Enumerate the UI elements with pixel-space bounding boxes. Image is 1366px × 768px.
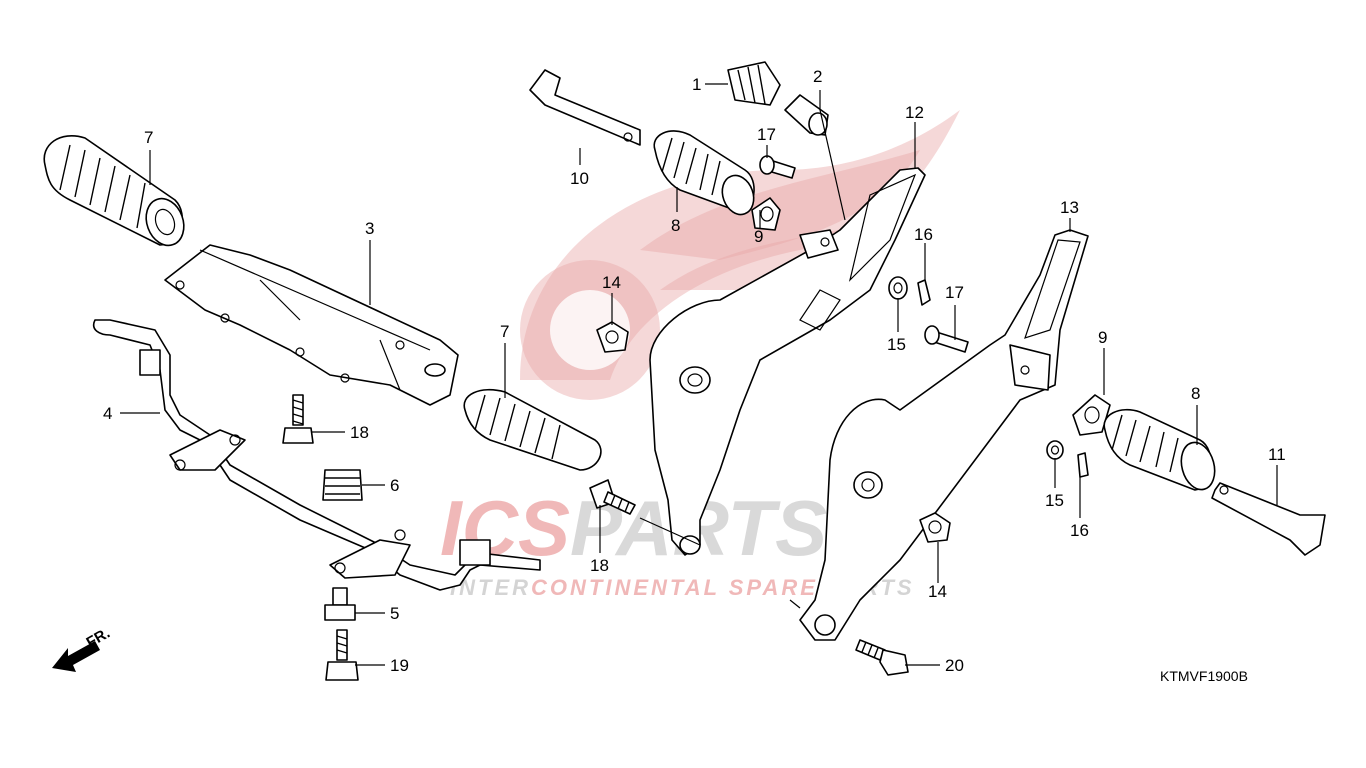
part-7-step-rubber-center <box>463 388 602 471</box>
callout-2: 2 <box>813 67 822 86</box>
callout-18-left: 18 <box>350 423 369 442</box>
part-8-step-rubber-top <box>653 130 755 216</box>
front-arrow-icon: FR. <box>52 625 113 672</box>
callout-6: 6 <box>390 476 399 495</box>
callout-20: 20 <box>945 656 964 675</box>
callout-11: 11 <box>1268 445 1286 464</box>
callout-13: 13 <box>1060 198 1079 217</box>
callout-1: 1 <box>692 75 701 94</box>
callout-labels: 1 2 3 4 5 6 7 7 8 8 9 9 10 11 12 13 14 1… <box>103 67 1286 675</box>
part-8-step-rubber-right <box>1103 408 1216 491</box>
callout-18-center: 18 <box>590 556 609 575</box>
callout-8-top: 8 <box>671 216 680 235</box>
part-19-bolt <box>325 629 359 681</box>
part-6-nut <box>322 469 363 501</box>
callout-9-right: 9 <box>1098 328 1107 347</box>
callout-9-top: 9 <box>754 227 763 246</box>
part-14-nut-right <box>919 512 951 543</box>
callout-12: 12 <box>905 103 924 122</box>
part-18-bolt-center <box>589 479 636 515</box>
callout-5: 5 <box>390 604 399 623</box>
callout-7-center: 7 <box>500 322 509 341</box>
part-14-nut-center <box>596 321 629 353</box>
part-17-pin-mid <box>924 325 969 353</box>
part-13-step-holder <box>799 229 1089 641</box>
part-3-bracket <box>164 244 459 406</box>
part-7-step-rubber-left <box>43 135 185 247</box>
part-16-cotter-top <box>917 279 931 306</box>
part-15-washer-right <box>1046 440 1064 460</box>
callout-10: 10 <box>570 169 589 188</box>
callout-15-top: 15 <box>887 335 906 354</box>
callout-14-right: 14 <box>928 582 947 601</box>
callout-16-top: 16 <box>914 225 933 244</box>
watermark-logo <box>520 110 960 400</box>
part-20-bolt <box>855 639 909 676</box>
part-9-washer-top <box>751 197 781 231</box>
leader-lines <box>120 83 1278 666</box>
diagram-code: KTMVF1900B <box>1160 668 1248 684</box>
callout-15-right: 15 <box>1045 491 1064 510</box>
part-16-cotter-right <box>1077 452 1089 478</box>
part-11-pin <box>1211 482 1326 556</box>
callout-14-center: 14 <box>602 273 621 292</box>
callout-4: 4 <box>103 404 112 423</box>
part-2-collar <box>784 94 829 136</box>
part-5-collar <box>324 587 356 621</box>
callout-3: 3 <box>365 219 374 238</box>
part-15-washer-top <box>888 276 908 300</box>
part-18-bolt-left <box>282 394 314 444</box>
callout-16-right: 16 <box>1070 521 1089 540</box>
callout-17-top: 17 <box>757 125 776 144</box>
part-17-pin-top <box>759 155 796 179</box>
callout-8-right: 8 <box>1191 384 1200 403</box>
callout-17-mid: 17 <box>945 283 964 302</box>
part-4-stand-bar <box>92 319 541 591</box>
callout-19: 19 <box>390 656 409 675</box>
part-1-rubber <box>727 61 781 106</box>
part-10-pin <box>529 69 641 146</box>
part-12-step-holder <box>649 167 926 556</box>
callout-7-left: 7 <box>144 128 153 147</box>
